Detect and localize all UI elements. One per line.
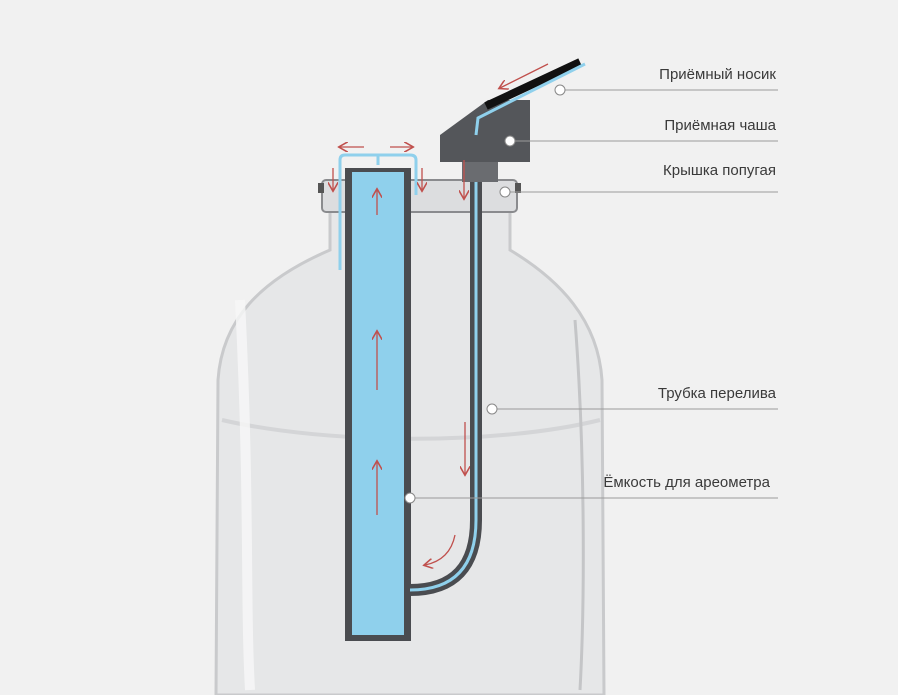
flow-arrows: [333, 63, 549, 565]
label-lid: Крышка попугая: [663, 162, 776, 179]
label-cup: Приёмная чаша: [664, 117, 776, 134]
overflow-tube: [409, 130, 482, 596]
leader-dots: [404, 84, 566, 504]
leader-lines: [410, 89, 778, 499]
receiving-cup: [440, 100, 530, 182]
label-spout: Приёмный носик: [659, 66, 776, 83]
receiving-spout: [474, 58, 586, 136]
label-overflow-tube: Трубка перелива: [657, 385, 776, 402]
label-hydrometer-vessel: Ёмкость для ареометра: [603, 474, 770, 491]
hydrometer-vessel: [338, 153, 418, 641]
